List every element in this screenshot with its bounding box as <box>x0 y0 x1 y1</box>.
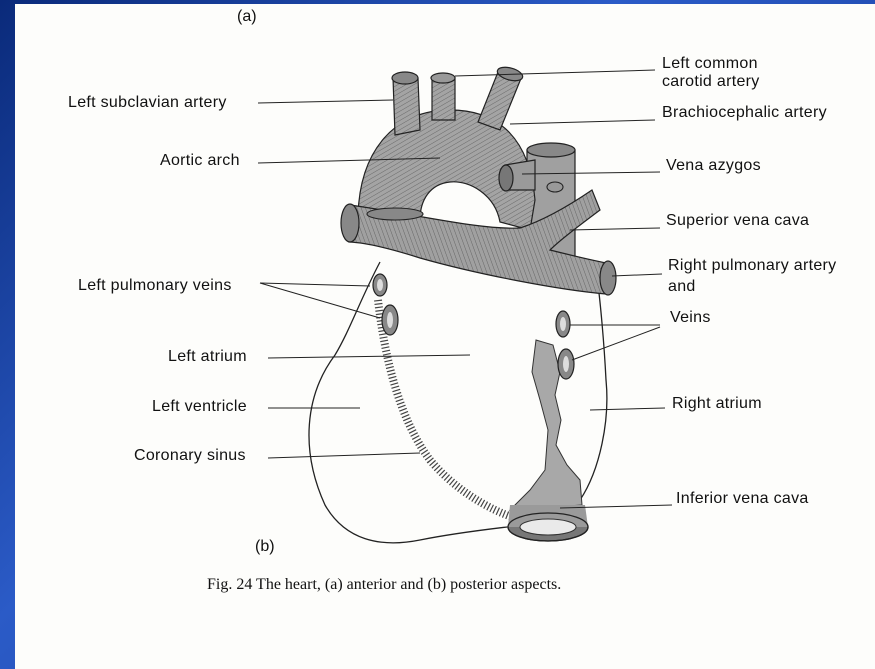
label-superior-vena-cava: Superior vena cava <box>666 212 809 230</box>
left-common-carotid-artery <box>432 78 455 120</box>
label-aortic-arch: Aortic arch <box>160 152 240 170</box>
coronary-sinus <box>378 300 515 518</box>
label-vena-azygos: Vena azygos <box>666 157 761 175</box>
label-right-pulmonary-artery-1: Right pulmonary artery <box>668 257 836 275</box>
subfigure-label-a: (a) <box>237 8 257 26</box>
label-coronary-sinus: Coronary sinus <box>134 447 246 465</box>
label-left-subclavian-artery: Left subclavian artery <box>68 94 227 112</box>
label-inferior-vena-cava: Inferior vena cava <box>676 490 809 508</box>
label-left-common-carotid-2: carotid artery <box>662 73 760 91</box>
label-right-pulmonary-artery-2: and <box>668 278 696 296</box>
label-brachiocephalic-artery: Brachiocephalic artery <box>662 104 827 122</box>
left-subclavian-artery <box>393 78 420 135</box>
figure-caption: Fig. 24 The heart, (a) anterior and (b) … <box>207 576 561 594</box>
label-left-common-carotid-1: Left common <box>662 55 758 73</box>
label-veins: Veins <box>670 309 711 327</box>
label-right-atrium: Right atrium <box>672 395 762 413</box>
label-left-pulmonary-veins: Left pulmonary veins <box>78 277 232 295</box>
subfigure-label-b: (b) <box>255 538 275 556</box>
label-left-atrium: Left atrium <box>168 348 247 366</box>
label-left-ventricle: Left ventricle <box>152 398 247 416</box>
